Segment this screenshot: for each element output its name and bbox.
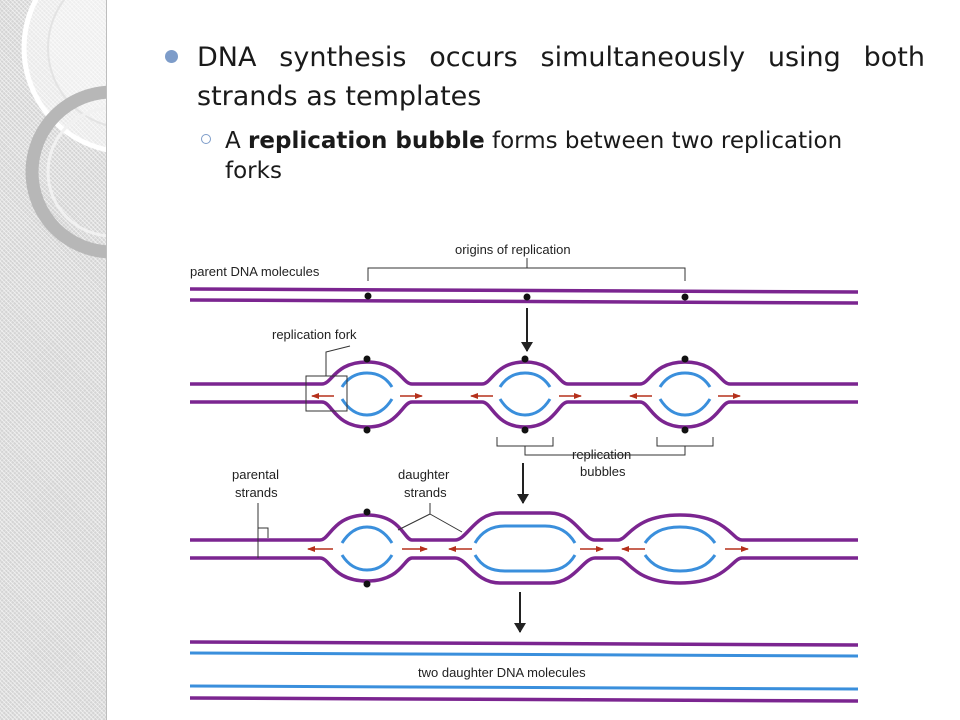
- parental-strand: [189, 640, 859, 647]
- label-daughter-molecules: two daughter DNA molecules: [418, 665, 586, 680]
- daughter-strand: [189, 684, 859, 691]
- bullet-dot-icon: [165, 50, 178, 63]
- origin-dot: [363, 426, 371, 434]
- label-origins: origins of replication: [455, 242, 571, 257]
- daughter-strand: [340, 525, 394, 544]
- origin-dot: [521, 355, 529, 363]
- label-bubbles-1: replication: [572, 447, 631, 462]
- bullet-ring-icon: [201, 134, 211, 144]
- parental-strand: [189, 696, 859, 703]
- daughter-strand: [643, 525, 717, 544]
- daughter-strand: [340, 371, 394, 388]
- label-parental-2: strands: [235, 485, 278, 500]
- bullet-main: DNA synthesis occurs simultaneously usin…: [165, 38, 925, 116]
- daughter-strand: [498, 371, 552, 388]
- label-daughter-2: strands: [404, 485, 447, 500]
- bullet-main-text: DNA synthesis occurs simultaneously usin…: [197, 42, 925, 112]
- daughter-strand: [189, 651, 859, 658]
- decorative-rings-icon: [21, 0, 106, 259]
- origin-dot: [363, 508, 371, 516]
- fork-pointer: [325, 345, 351, 376]
- daughter-strand: [473, 524, 577, 544]
- origin-dot: [681, 355, 689, 363]
- daughter-pointer: [397, 503, 463, 533]
- bullet-sub: A replication bubble forms between two r…: [197, 126, 875, 186]
- origin-dot: [364, 292, 372, 300]
- bubbles-bracket: [496, 437, 714, 456]
- bullet-sub-prefix: A: [225, 128, 249, 154]
- daughter-strand: [340, 554, 394, 572]
- bullet-sub-bold: replication bubble: [248, 128, 485, 154]
- origins-bracket: [367, 258, 686, 281]
- bullet-sub-suffix: forms between two replication forks: [225, 128, 843, 184]
- origin-dot: [363, 580, 371, 588]
- stage-parent-dna: origins of replication parent DNA molecu…: [189, 242, 859, 305]
- daughter-strand: [643, 554, 717, 573]
- origin-dot: [681, 293, 689, 301]
- slide-text: DNA synthesis occurs simultaneously usin…: [165, 38, 925, 186]
- stage-daughter-molecules: two daughter DNA molecules: [189, 640, 859, 703]
- label-parental-1: parental: [232, 467, 279, 482]
- label-daughter-1: daughter: [398, 467, 450, 482]
- decorative-sidebar: [0, 0, 107, 720]
- stage-replication-bubbles: replication fork replication bubbles: [190, 327, 858, 479]
- label-parent: parent DNA molecules: [190, 264, 320, 279]
- daughter-strand: [658, 398, 712, 417]
- parent-strand-bottom: [189, 298, 859, 305]
- stage-expanding-bubbles: parental strands daughter strands: [190, 467, 858, 588]
- parent-strand-top: [189, 287, 859, 294]
- daughter-strand: [473, 554, 577, 573]
- origin-dot: [521, 426, 529, 434]
- origin-dot: [363, 355, 371, 363]
- origin-dot: [523, 293, 531, 301]
- origin-dot: [681, 426, 689, 434]
- parental-pointer: [257, 503, 269, 558]
- daughter-strand: [658, 371, 712, 388]
- daughter-strand: [340, 398, 394, 417]
- label-fork: replication fork: [272, 327, 357, 342]
- label-bubbles-2: bubbles: [580, 464, 626, 479]
- daughter-strand: [498, 398, 552, 417]
